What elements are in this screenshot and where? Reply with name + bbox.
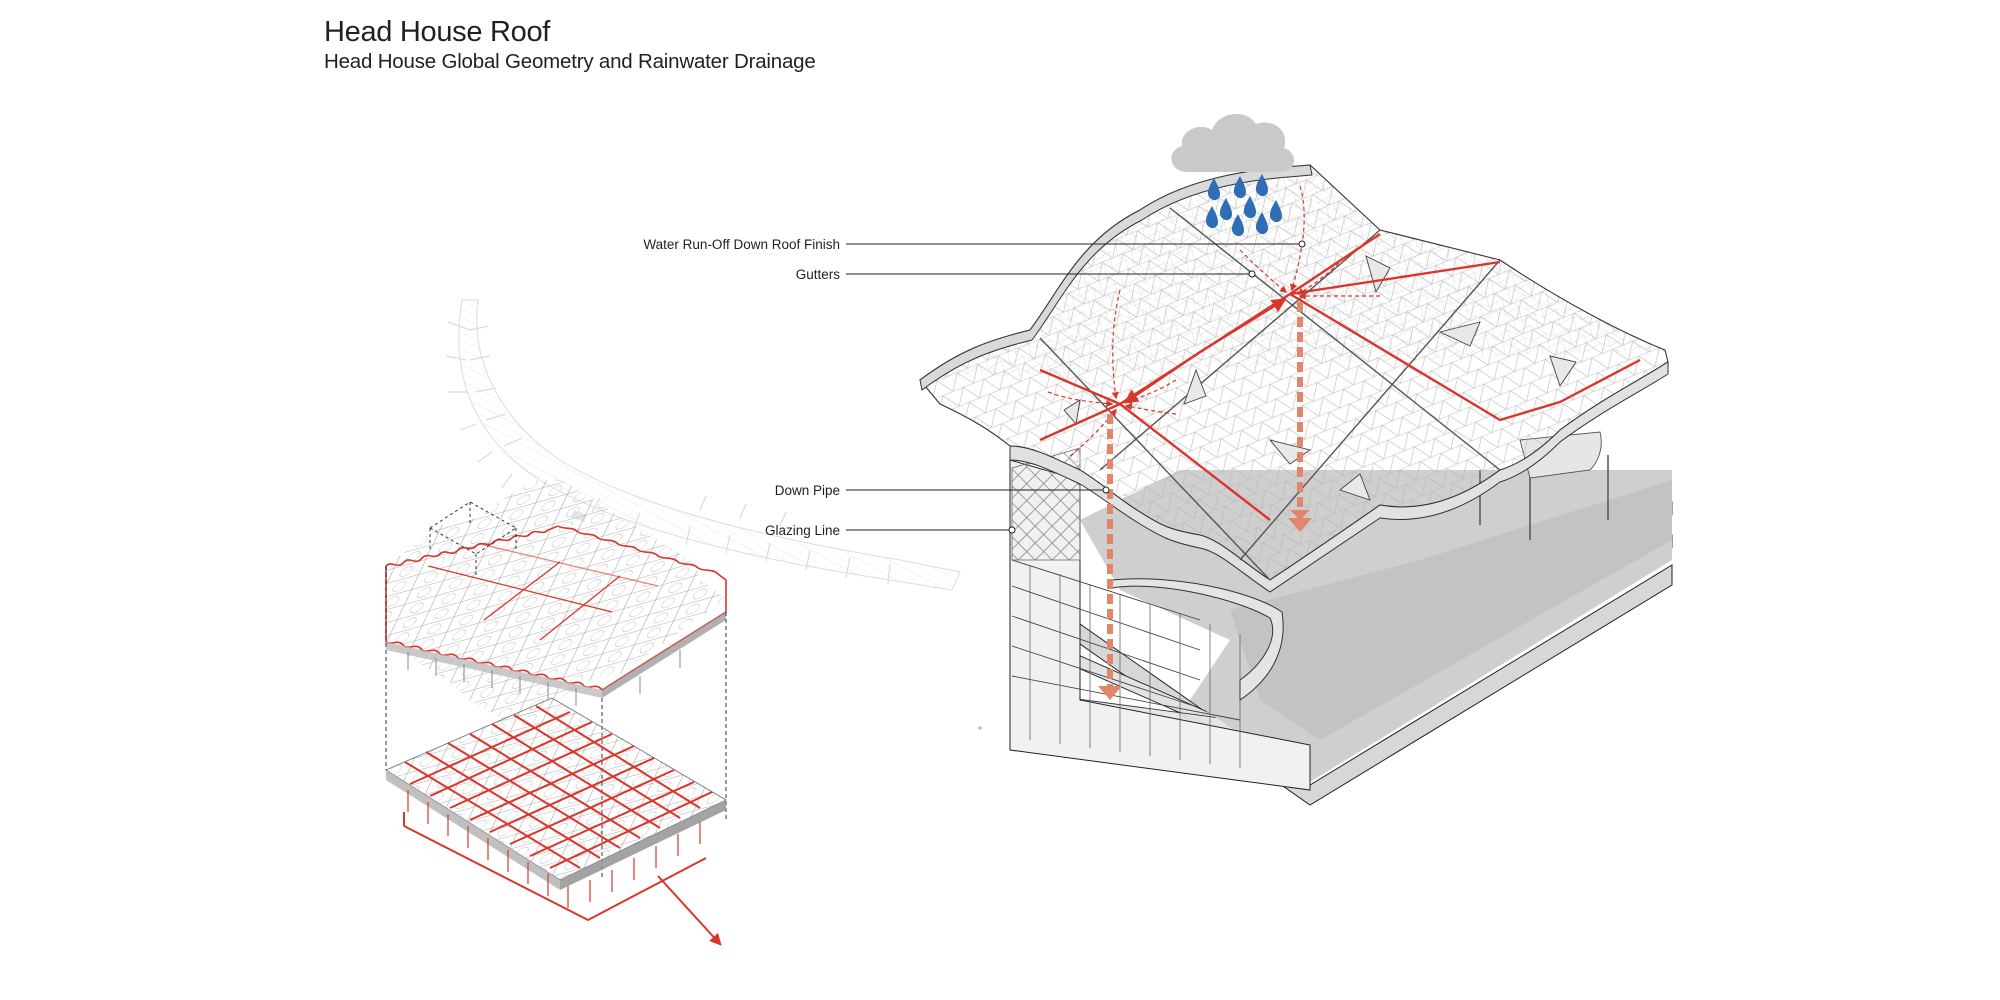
roof-plan-axon-lower xyxy=(385,697,727,946)
callout-leaders xyxy=(846,243,1300,531)
page-title: Head House Roof xyxy=(324,16,551,48)
cloud-icon xyxy=(1171,113,1295,172)
page-subtitle: Head House Global Geometry and Rainwater… xyxy=(324,50,816,73)
callout-markers xyxy=(1008,240,1306,534)
wavy-roof xyxy=(919,164,1669,700)
stray-dot xyxy=(978,726,982,730)
callout-down-pipe: Down Pipe xyxy=(775,483,840,498)
callout-glazing-line: Glazing Line xyxy=(765,523,840,538)
callout-water-runoff: Water Run-Off Down Roof Finish xyxy=(643,237,840,252)
callout-gutters: Gutters xyxy=(796,267,841,282)
roof-plan-axon-upper xyxy=(385,478,727,720)
raindrop-icon xyxy=(1205,174,1282,237)
